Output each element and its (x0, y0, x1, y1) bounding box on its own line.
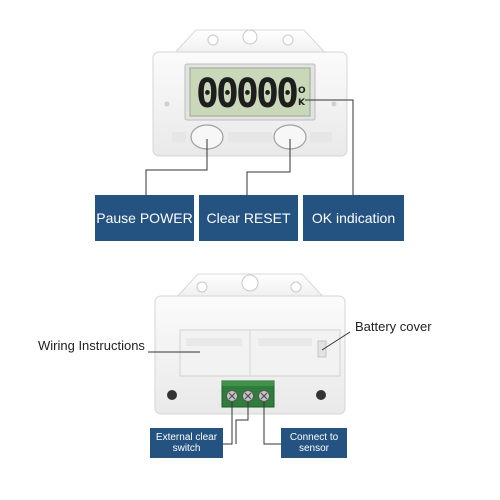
bottom-leader-lines (148, 331, 351, 445)
bottom-counter-device (154, 273, 346, 415)
embossed-text-right (310, 132, 332, 142)
top-tab-hole-right (282, 34, 294, 46)
callout-connect-sensor: Connect to sensor (281, 428, 347, 458)
top-screw-left (164, 101, 170, 107)
embossed-text-left (172, 132, 186, 142)
lcd-digits: 00000 (196, 71, 299, 117)
wiring-instructions-label: Wiring Instructions (38, 338, 145, 353)
callout-clear-reset: Clear RESET (199, 195, 298, 241)
callout-connect-sensor-text: Connect to sensor (289, 432, 339, 454)
leader-connect-sensor (263, 402, 281, 445)
leader-external-clear-2 (235, 402, 249, 444)
callout-pause-power-text: Pause POWER (96, 210, 193, 226)
bottom-tab-hole-center (241, 274, 259, 292)
callout-ok-indication: OK indication (303, 195, 404, 241)
battery-cover-latch (317, 340, 327, 358)
callout-pause-power: Pause POWER (95, 195, 194, 241)
top-tab-hole-center (242, 29, 258, 45)
battery-cover-label: Battery cover (355, 319, 432, 334)
lcd-screen (189, 67, 311, 117)
ok-indicator-k: K (298, 98, 305, 108)
callout-external-clear-switch: External clear switch (150, 428, 223, 458)
callout-ok-indication-text: OK indication (311, 210, 396, 226)
leader-ok-indication (305, 99, 354, 195)
top-counter-device (152, 29, 348, 157)
ok-indicator-o: O (298, 86, 306, 96)
callout-external-clear-switch-text: External clear switch (155, 432, 218, 454)
top-leader-lines (145, 99, 354, 195)
bottom-tab-hole-left (196, 281, 208, 293)
top-screw-right (331, 101, 337, 107)
battery-cover-panel (179, 329, 341, 377)
leader-battery-cover (321, 331, 351, 351)
terminal-block (221, 380, 275, 408)
bottom-screw-hole-left (167, 390, 177, 400)
callout-clear-reset-text: Clear RESET (206, 210, 291, 226)
leader-pause-power (145, 139, 208, 195)
bottom-screw-hole-right (316, 390, 326, 400)
embossed-text-mid (228, 132, 272, 142)
bottom-embossed-text-2 (258, 338, 312, 346)
bottom-embossed-text (186, 338, 242, 346)
leader-external-clear-1 (223, 402, 233, 445)
top-tab-hole-left (207, 34, 219, 46)
bottom-tab-hole-right (290, 281, 302, 293)
leader-clear-reset (246, 139, 291, 195)
